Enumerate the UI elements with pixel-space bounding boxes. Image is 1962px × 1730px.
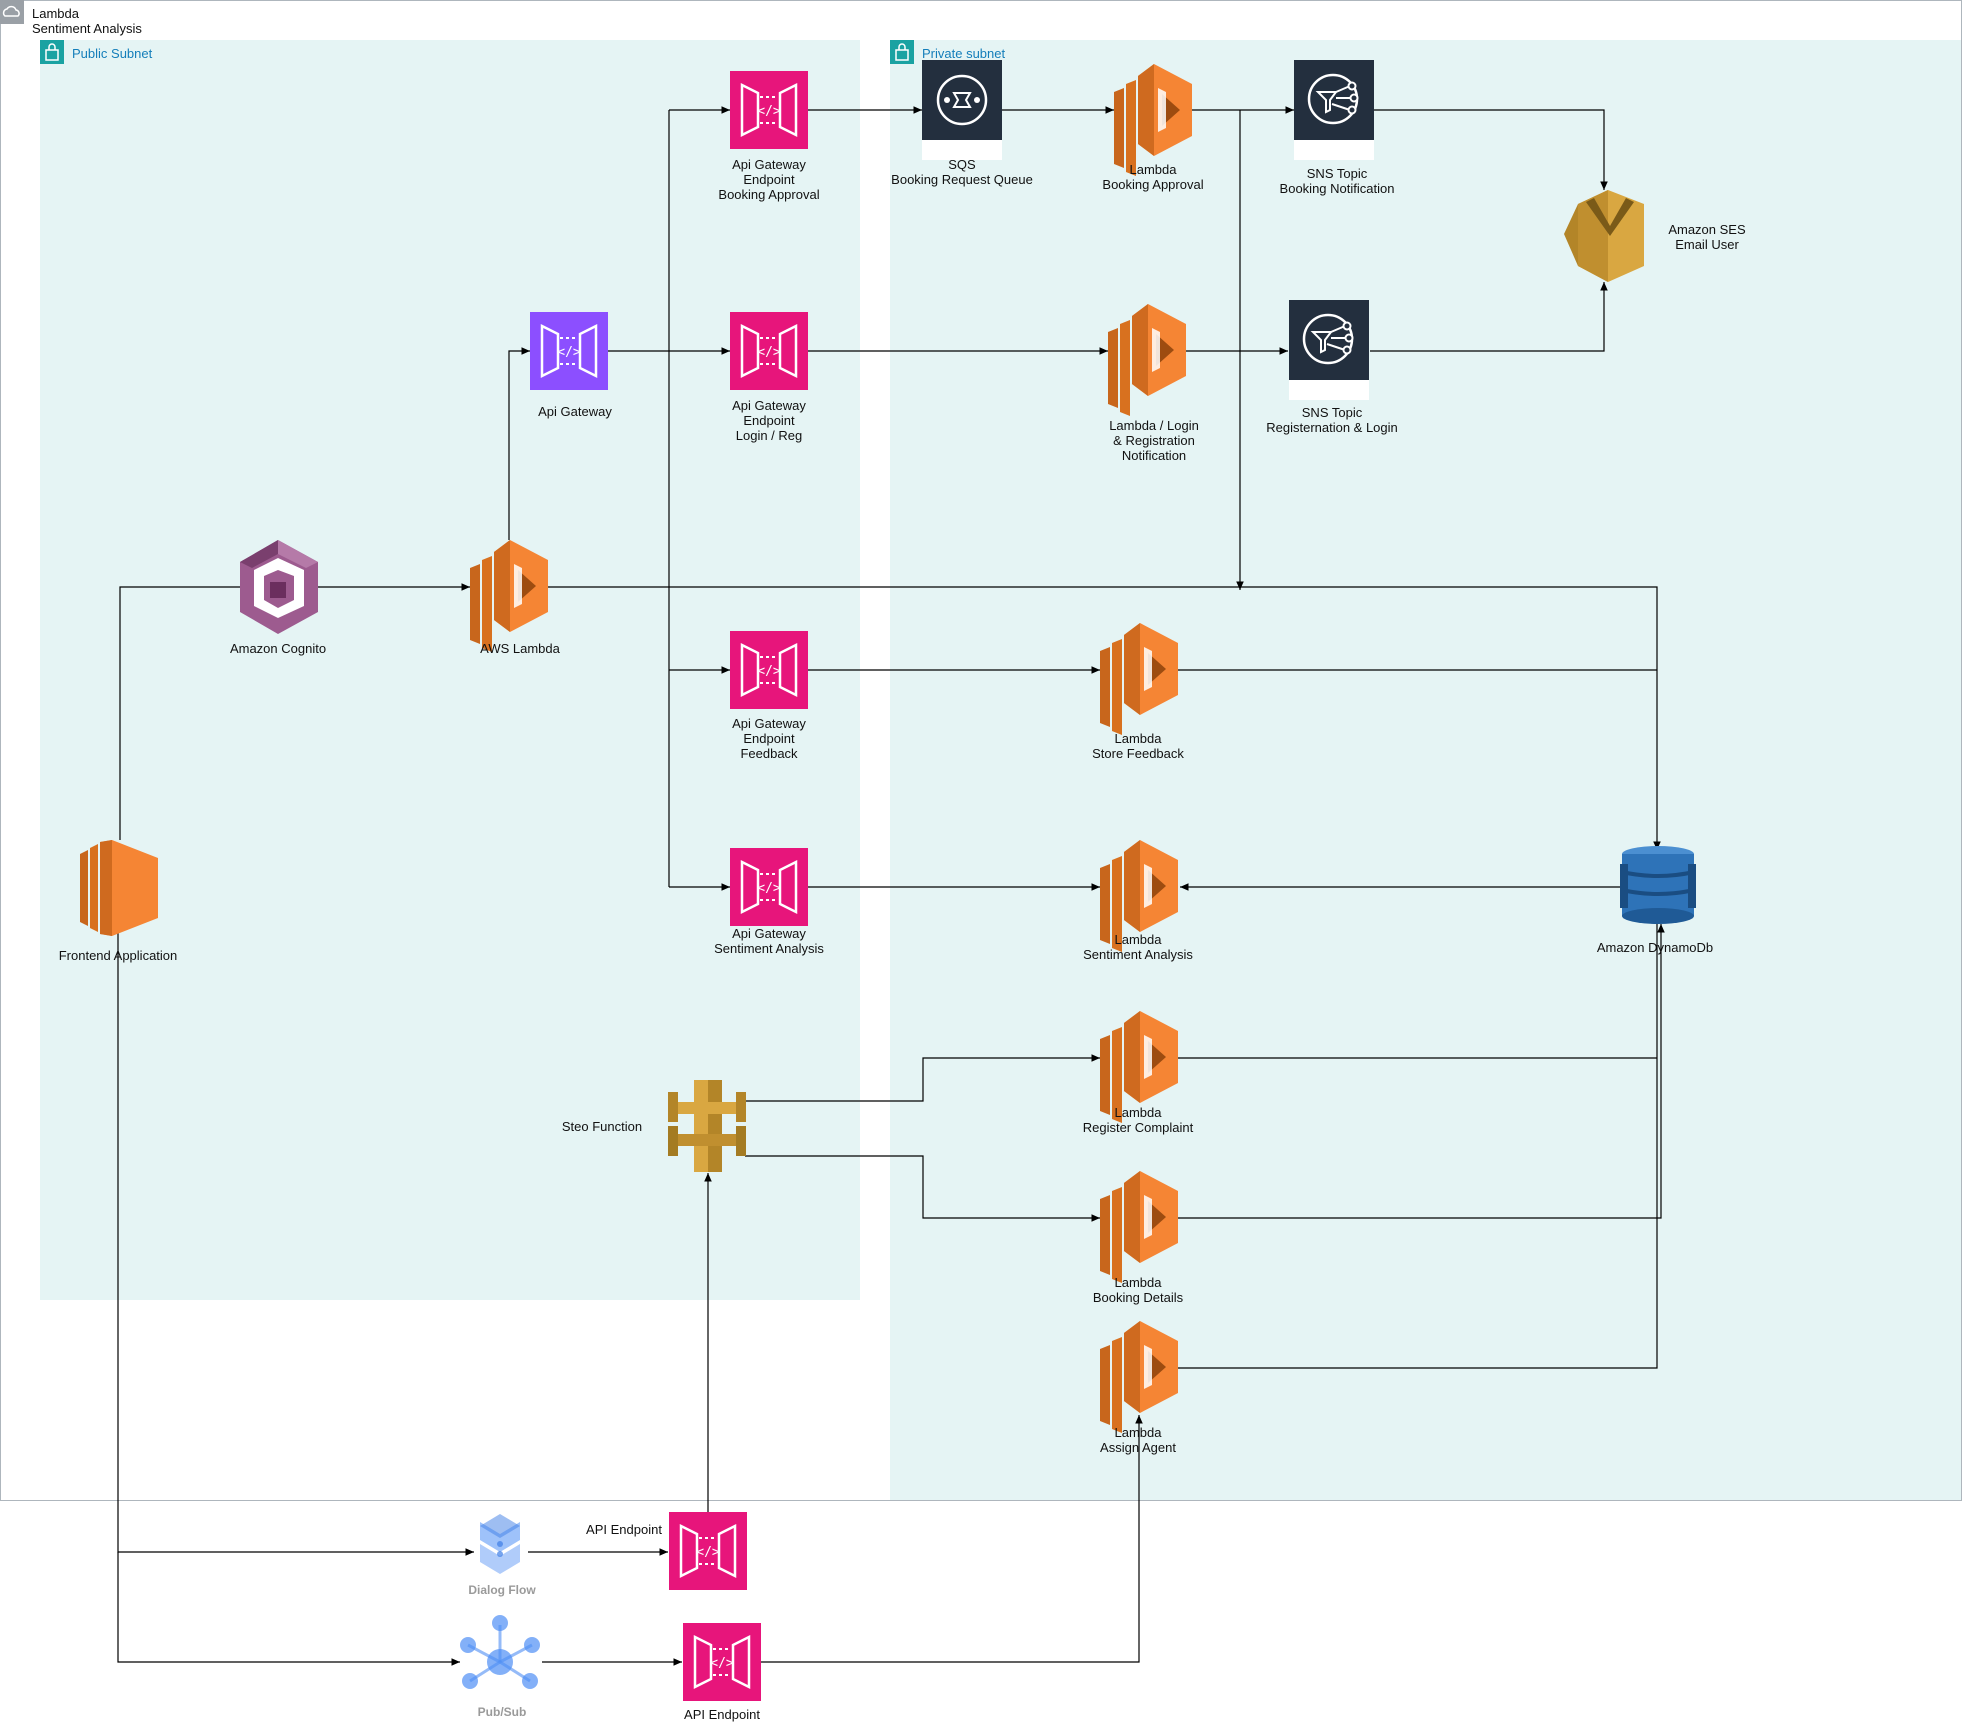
lambda-sentiment-label: Lambda Sentiment Analysis	[1083, 932, 1193, 962]
dynamodb-label: Amazon DynamoDb	[1596, 940, 1714, 955]
edge-assign-dynamodb	[1178, 924, 1658, 1369]
ec2-frontend-icon	[80, 840, 158, 936]
cognito-label: Amazon Cognito	[229, 641, 327, 656]
cognito-icon	[240, 540, 318, 634]
diagram-title: Lambda Sentiment Analysis	[32, 6, 142, 36]
step-function-label: Steo Function	[561, 1119, 643, 1134]
api-endpoint-dialogflow-icon	[669, 1512, 747, 1590]
sns-registration-icon	[1289, 300, 1369, 400]
edge-sns-reg-ses	[1370, 282, 1608, 352]
apigw-sentiment-label: Api Gateway Sentiment Analysis	[714, 926, 824, 956]
apigw-feedback-label: Api Gateway Endpoint Feedback	[732, 716, 806, 761]
apigw-login-label: Api Gateway Endpoint Login / Reg	[732, 398, 806, 443]
lambda-assign-label: Lambda Assign Agent	[1100, 1425, 1176, 1455]
dialogflow-icon	[480, 1514, 520, 1574]
pubsub-label: Pub/Sub	[477, 1705, 527, 1719]
api-gateway-booking-approval-icon	[730, 71, 808, 149]
api-endpoint-pubsub-icon	[683, 1623, 761, 1701]
edge-awslambda-dynamodb	[548, 586, 1661, 850]
ses-icon	[1564, 190, 1644, 282]
lambda-feedback-label: Lambda Store Feedback	[1092, 731, 1184, 761]
api-gateway-login-reg-icon	[730, 312, 808, 390]
api-gateway-label: Api Gateway	[538, 404, 612, 419]
edge-step-complaint	[745, 1054, 1100, 1102]
edge-step-bookingdetails	[745, 1155, 1100, 1222]
edge-awslambda-apigateway	[508, 347, 530, 540]
lambda-complaint-label: Lambda Register Complaint	[1082, 1105, 1194, 1135]
api-endpoint-1-label: API Endpoint	[586, 1522, 662, 1537]
private-subnet	[890, 40, 1961, 1500]
api-gateway-icon	[530, 312, 608, 390]
api-gateway-feedback-icon	[730, 631, 808, 709]
private-subnet-lock-icon	[890, 40, 914, 64]
lambda-booking-details-label: Lambda Booking Details	[1092, 1275, 1184, 1305]
cloud-icon	[2, 5, 20, 17]
edge-frontend-pubsub	[117, 1552, 460, 1666]
pubsub-icon	[460, 1615, 540, 1689]
sns-reg-label: SNS Topic Registernation & Login	[1266, 405, 1398, 435]
public-subnet-label: Public Subnet	[72, 46, 153, 61]
dynamodb-icon	[1620, 846, 1696, 924]
edge-endpoint-assign	[760, 1415, 1143, 1663]
step-functions-icon	[668, 1080, 746, 1172]
sqs-icon	[922, 60, 1002, 160]
dialogflow-label: Dialog Flow	[468, 1583, 536, 1597]
public-subnet-lock-icon	[40, 40, 64, 64]
sns-booking-icon	[1294, 60, 1374, 160]
sqs-label: SQS Booking Request Queue	[891, 157, 1033, 187]
api-gateway-sentiment-icon	[730, 848, 808, 926]
edge-sns-booking-ses	[1374, 109, 1608, 190]
api-endpoint-2-label: API Endpoint	[684, 1707, 760, 1722]
aws-lambda-label: AWS Lambda	[480, 641, 560, 656]
lambda-booking-approval-label: Lambda Booking Approval	[1102, 162, 1204, 192]
lambda-login-label: Lambda / Login & Registration Notificati…	[1109, 418, 1199, 463]
edge-bookingdetails-dynamodb	[1178, 924, 1665, 1219]
sns-booking-label: SNS Topic Booking Notification	[1279, 166, 1395, 196]
edge-frontend-cognito	[119, 583, 252, 840]
apigw-booking-label: Api Gateway Endpoint Booking Approval	[718, 157, 820, 202]
ses-label: Amazon SES Email User	[1668, 222, 1746, 252]
private-subnet-label: Private subnet	[922, 46, 1006, 61]
frontend-label: Frontend Application	[58, 948, 178, 963]
